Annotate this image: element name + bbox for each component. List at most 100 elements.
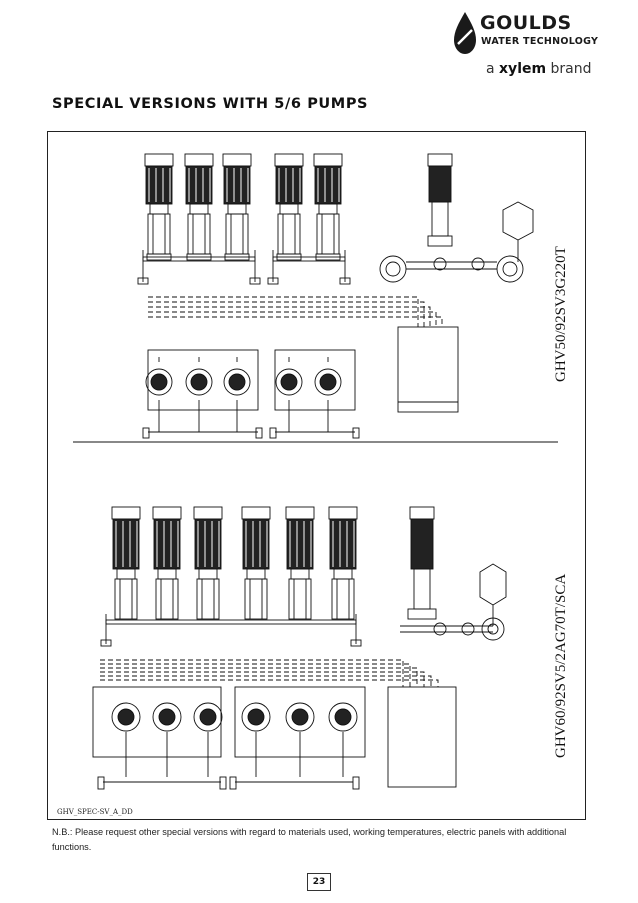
pump-body xyxy=(114,578,138,620)
drawing-code: GHV_SPEC-SV_A_DD xyxy=(57,808,133,816)
cable xyxy=(100,671,425,687)
brand-subtitle: WATER TECHNOLOGY xyxy=(481,36,599,47)
flange xyxy=(352,776,360,790)
drawing-frame xyxy=(47,131,586,820)
brand-name: GOULDS xyxy=(480,12,572,34)
pump-plan-inner xyxy=(228,373,246,391)
pump-base xyxy=(407,608,437,620)
plan-frame xyxy=(147,349,259,411)
plan-frame xyxy=(274,349,356,411)
flange xyxy=(350,639,362,647)
cable xyxy=(100,667,418,687)
pump-motor-cap xyxy=(144,153,174,167)
cable xyxy=(148,311,437,327)
pump-motor-cap xyxy=(427,153,453,167)
page-title: SPECIAL VERSIONS WITH 5/6 PUMPS xyxy=(52,96,369,112)
pump-plan-inner xyxy=(334,708,352,726)
pump-plan-circle xyxy=(285,702,315,732)
pump-plan-circle xyxy=(275,368,303,396)
flange xyxy=(97,776,105,790)
pump-coupling xyxy=(189,203,209,215)
pump-motor-cap xyxy=(111,506,141,520)
pump-motor xyxy=(153,518,181,570)
pump-body xyxy=(413,568,431,610)
pressure-tank xyxy=(479,563,507,606)
cable xyxy=(148,306,431,327)
pump-plan-inner xyxy=(247,708,265,726)
pump-motor-cap xyxy=(409,506,435,520)
xylem-wordmark: xylem xyxy=(499,61,547,77)
flange-hub xyxy=(385,261,401,277)
pump-plan-circle xyxy=(185,368,213,396)
valve xyxy=(471,257,485,271)
flange xyxy=(267,277,279,285)
pump-plan-inner xyxy=(319,373,337,391)
flange-wheel xyxy=(379,255,407,283)
pump-plan-circle xyxy=(111,702,141,732)
pump-motor-cap xyxy=(222,153,252,167)
flange xyxy=(269,427,277,439)
cable xyxy=(148,296,419,327)
cable xyxy=(148,316,443,327)
flange xyxy=(339,277,351,285)
pump-motor xyxy=(428,165,452,203)
flange xyxy=(100,639,112,647)
goulds-logo: GOULDS WATER TECHNOLOGY a xylem brand xyxy=(452,8,602,83)
pump-motor xyxy=(242,518,270,570)
flange xyxy=(219,776,227,790)
flange xyxy=(229,776,237,790)
pump-plan-circle xyxy=(145,368,173,396)
page-number: 23 xyxy=(307,873,331,891)
pump-motor xyxy=(145,165,173,205)
pump-body xyxy=(431,201,449,237)
pump-motor-cap xyxy=(313,153,343,167)
pressure-tank xyxy=(502,201,534,241)
pump-body xyxy=(187,213,211,255)
pump-motor-cap xyxy=(193,506,223,520)
pump-plan-circle xyxy=(241,702,271,732)
pump-body xyxy=(277,213,301,255)
pump-body xyxy=(225,213,249,255)
pump-coupling xyxy=(318,203,338,215)
pump-motor xyxy=(185,165,213,205)
control-panel xyxy=(397,326,459,413)
control-panel xyxy=(387,686,457,788)
flange xyxy=(352,427,360,439)
pump-coupling xyxy=(149,203,169,215)
pump-motor xyxy=(329,518,357,570)
flange xyxy=(249,277,261,285)
pump-coupling xyxy=(290,568,310,580)
pump-body xyxy=(155,578,179,620)
droplet-icon xyxy=(454,12,476,54)
pump-plan-inner xyxy=(199,708,217,726)
flange-wheel xyxy=(496,255,524,283)
cable xyxy=(100,663,411,687)
model-label-lower: GHV60/92SV5/2AG70T/SCA xyxy=(553,573,569,758)
pump-coupling xyxy=(246,568,266,580)
pump-motor-cap xyxy=(241,506,271,520)
pump-motor-cap xyxy=(274,153,304,167)
pump-plan-circle xyxy=(328,702,358,732)
pump-coupling xyxy=(116,568,136,580)
pump-plan-circle xyxy=(152,702,182,732)
pump-plan-inner xyxy=(158,708,176,726)
cable xyxy=(148,301,425,327)
cable xyxy=(100,679,439,687)
pump-coupling xyxy=(279,203,299,215)
pump-body xyxy=(331,578,355,620)
pump-body xyxy=(147,213,171,255)
pump-coupling xyxy=(157,568,177,580)
pump-motor xyxy=(410,518,434,570)
flange xyxy=(255,427,263,439)
pump-coupling xyxy=(227,203,247,215)
flange-hub xyxy=(502,261,518,277)
pump-plan-inner xyxy=(280,373,298,391)
pump-body xyxy=(288,578,312,620)
pump-motor xyxy=(286,518,314,570)
valve xyxy=(461,622,475,636)
flange xyxy=(142,427,150,439)
pump-coupling xyxy=(198,568,218,580)
pump-motor xyxy=(275,165,303,205)
pump-plan-circle xyxy=(193,702,223,732)
pump-coupling xyxy=(333,568,353,580)
